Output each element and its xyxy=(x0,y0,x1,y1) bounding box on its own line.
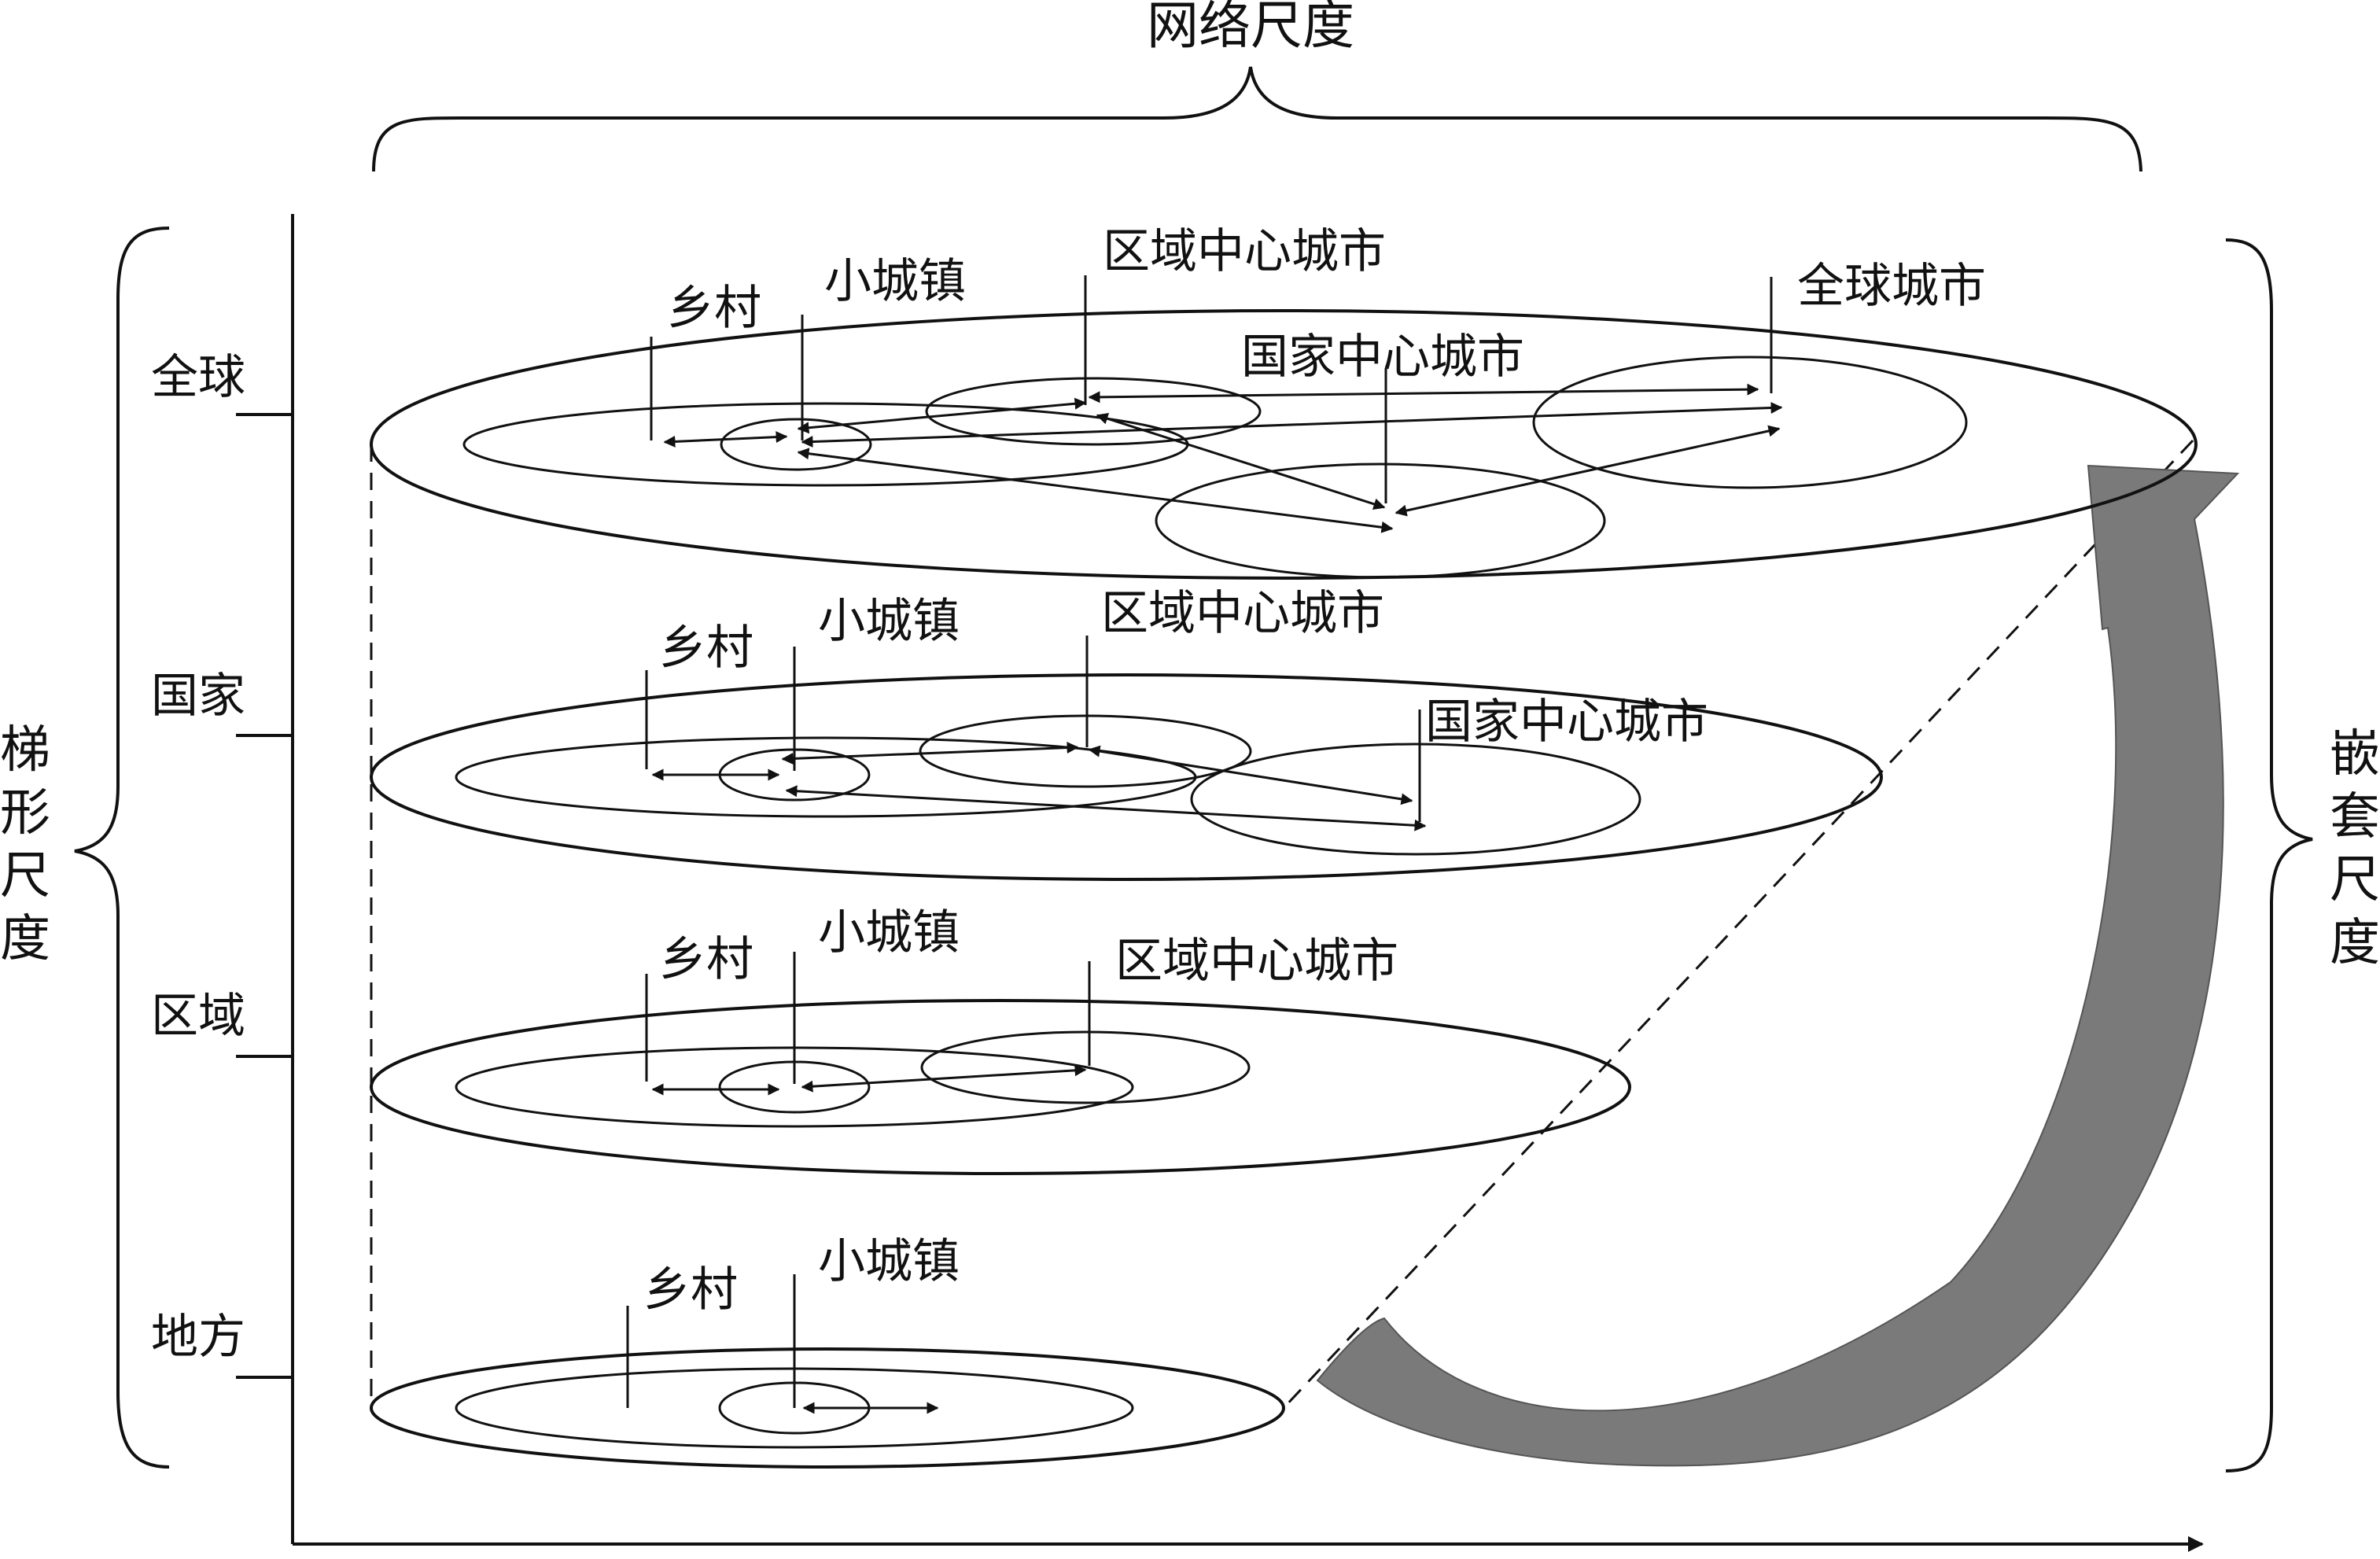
regional-city-area xyxy=(925,377,1262,446)
svg-text:梯: 梯 xyxy=(0,721,50,780)
flow-arrows xyxy=(651,1064,1087,1096)
ladder-scale-title: 梯 形 尺 度 xyxy=(0,721,50,968)
svg-text:度: 度 xyxy=(0,910,50,968)
label-regional-center: 区域中心城市 xyxy=(1103,224,1386,279)
cone-right-dash xyxy=(1282,439,2194,1410)
axis-level-national: 国家 xyxy=(151,669,245,724)
svg-text:尺: 尺 xyxy=(0,847,50,905)
label-rural: 乡村 xyxy=(659,621,753,676)
axis-ticks xyxy=(236,413,293,1379)
nested-scale-title: 嵌 套 尺 度 xyxy=(2330,725,2380,972)
label-national-center: 国家中心城市 xyxy=(1241,330,1524,385)
label-rural: 乡村 xyxy=(643,1262,738,1318)
label-regional-center: 区域中心城市 xyxy=(1115,934,1398,989)
svg-text:尺: 尺 xyxy=(2330,851,2380,909)
flow-arrows xyxy=(651,742,1427,831)
label-rural: 乡村 xyxy=(667,281,761,336)
national-city-area xyxy=(1190,743,1641,856)
label-rural: 乡村 xyxy=(659,932,753,987)
axis-level-local: 地方 xyxy=(151,1310,245,1365)
layer-local: 乡村 小城镇 xyxy=(370,1234,1285,1469)
town-area xyxy=(720,418,872,471)
layer-global: 乡村 小城镇 区域中心城市 国家中心城市 全球城市 xyxy=(370,224,2198,580)
axis-level-regional: 区域 xyxy=(151,989,245,1044)
network-scale-title: 网络尺度 xyxy=(1147,0,1354,56)
layer-regional: 乡村 小城镇 区域中心城市 xyxy=(370,905,1631,1175)
svg-text:度: 度 xyxy=(2330,914,2380,972)
nested-scale-brace xyxy=(2225,238,2313,1472)
label-town: 小城镇 xyxy=(818,594,960,649)
svg-text:形: 形 xyxy=(0,784,50,842)
ladder-scale-brace xyxy=(74,227,170,1469)
axis-level-global: 全球 xyxy=(151,350,245,405)
layer-national: 乡村 小城镇 区域中心城市 国家中心城市 xyxy=(370,586,1883,881)
label-world-city: 全球城市 xyxy=(1797,259,1986,314)
flow-arrows xyxy=(663,383,1783,533)
label-town: 小城镇 xyxy=(818,1234,960,1289)
label-town: 小城镇 xyxy=(824,254,966,309)
label-national-center: 国家中心城市 xyxy=(1425,695,1708,750)
nested-curved-arrow xyxy=(1316,464,2240,1467)
network-scale-brace xyxy=(372,66,2142,172)
svg-text:套: 套 xyxy=(2330,788,2380,846)
svg-text:嵌: 嵌 xyxy=(2330,725,2380,783)
label-regional-center: 区域中心城市 xyxy=(1101,586,1384,641)
label-town: 小城镇 xyxy=(818,905,960,960)
